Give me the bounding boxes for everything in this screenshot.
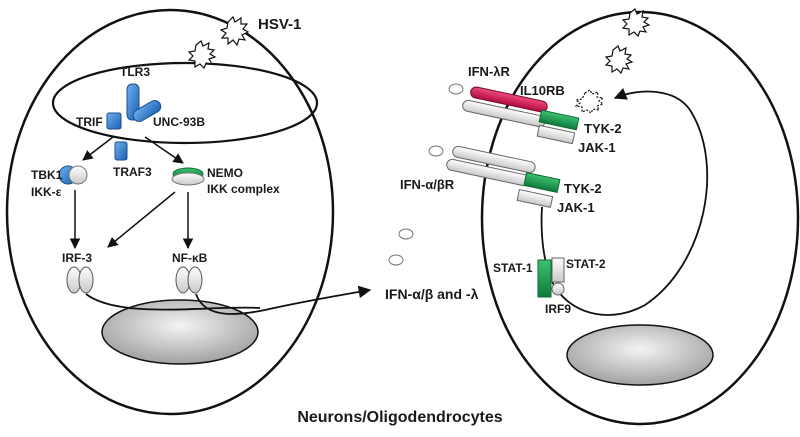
stat1-label: STAT-1 bbox=[493, 261, 533, 275]
trif-label: TRIF bbox=[76, 115, 103, 129]
arrow-ikk-to-irf3 bbox=[107, 191, 176, 248]
trif-icon bbox=[106, 112, 122, 130]
tyk2-bottom-label: TYK-2 bbox=[564, 181, 602, 196]
tyk2-top-label: TYK-2 bbox=[584, 121, 622, 136]
traf3-label: TRAF3 bbox=[113, 165, 152, 179]
ikke-label: IKK-ε bbox=[31, 185, 62, 199]
left-nucleus bbox=[101, 299, 259, 365]
tyk2-top-icon bbox=[538, 109, 580, 131]
stat2-icon bbox=[551, 257, 565, 283]
irf9-label: IRF9 bbox=[545, 302, 571, 316]
arrow-trif-to-tbk1 bbox=[82, 136, 114, 161]
ifn-molecule-icon bbox=[388, 254, 404, 266]
virus-particle-icon bbox=[621, 8, 651, 38]
irf9-icon bbox=[551, 282, 565, 296]
right-nucleus bbox=[566, 324, 714, 386]
traf3-icon bbox=[114, 141, 128, 161]
unc93b-icon bbox=[132, 100, 162, 122]
jak1-bottom-icon bbox=[516, 188, 554, 208]
nfkb-label: NF-κB bbox=[172, 251, 208, 265]
ikke-icon bbox=[68, 165, 88, 185]
virus-particle-icon bbox=[187, 40, 217, 70]
nfkb-output-curve bbox=[195, 285, 372, 315]
left-cell: HSV-1 TLR3 TRIF UNC-93B TRAF3 TBK1 IKK-ε… bbox=[5, 8, 372, 416]
ifn-molecule-icon bbox=[398, 228, 414, 240]
nfkb-dimer-icon bbox=[187, 266, 203, 294]
ikk-complex-label: IKK complex bbox=[207, 182, 280, 196]
secreted-ifn: IFN-α/β and -λ bbox=[385, 83, 479, 302]
secreted-ifn-label: IFN-α/β and -λ bbox=[385, 286, 479, 302]
right-cell: IFN-λR IL10RB TYK-2 JAK-1 IFN-α/βR TYK-2… bbox=[400, 8, 800, 426]
ifn-ab-r-icon bbox=[452, 145, 536, 174]
jak1-top-icon bbox=[536, 124, 576, 145]
virus-label: HSV-1 bbox=[258, 16, 301, 33]
arrow-trif-to-nemo bbox=[144, 136, 184, 164]
ifn-ab-r-label: IFN-α/βR bbox=[400, 177, 455, 192]
left-cell-membrane bbox=[5, 8, 335, 416]
stat1-icon bbox=[537, 259, 552, 298]
ifn-molecule-icon bbox=[428, 145, 444, 157]
stat2-label: STAT-2 bbox=[566, 257, 606, 271]
irf3-label: IRF-3 bbox=[62, 251, 92, 265]
virus-particle-icon bbox=[574, 89, 605, 114]
tyk2-bottom-icon bbox=[523, 172, 561, 193]
unc93b-label: UNC-93B bbox=[153, 115, 205, 129]
virus-particle-icon bbox=[219, 15, 250, 47]
irf3-dimer-icon bbox=[78, 266, 94, 294]
jak1-top-label: JAK-1 bbox=[578, 140, 616, 155]
jak1-bottom-label: JAK-1 bbox=[557, 200, 595, 215]
il10rb-label: IL10RB bbox=[520, 83, 565, 98]
ifn-lambda-r-label: IFN-λR bbox=[468, 64, 511, 79]
irf3-output-curve bbox=[85, 293, 261, 311]
ifn-lambda-r-icon bbox=[470, 86, 548, 113]
tbk1-label: TBK1 bbox=[31, 168, 63, 182]
figure-caption: Neurons/Oligodendrocytes bbox=[297, 409, 502, 426]
ikk-complex-icon bbox=[171, 172, 205, 186]
nemo-label: NEMO bbox=[207, 166, 243, 180]
ifn-molecule-icon bbox=[448, 83, 464, 95]
tlr3-label: TLR3 bbox=[120, 65, 150, 79]
endosome bbox=[51, 61, 319, 145]
virus-particle-icon bbox=[604, 45, 634, 75]
